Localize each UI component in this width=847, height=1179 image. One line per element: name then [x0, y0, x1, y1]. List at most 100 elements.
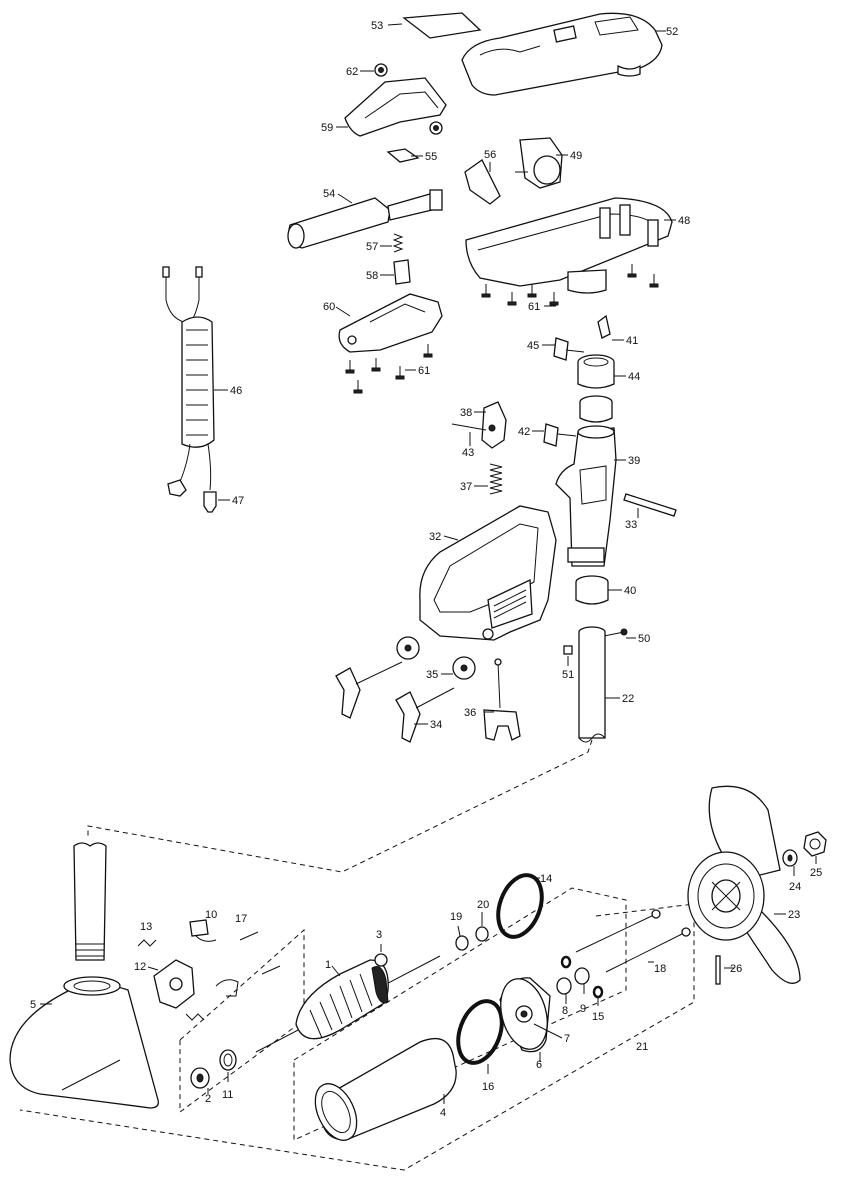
callout-26: 26 — [730, 963, 742, 975]
callout-48: 48 — [678, 215, 690, 227]
part-55-bracket: 55 — [386, 148, 437, 163]
callout-6: 6 — [536, 1059, 542, 1071]
callout-43: 43 — [462, 447, 474, 459]
part-5-motor-housing: 5 — [9, 842, 159, 1109]
part-small-seal — [560, 955, 572, 969]
callout-53: 53 — [371, 20, 383, 32]
part-41-clip: 41 — [597, 314, 638, 347]
callout-35: 35 — [426, 669, 438, 681]
part-32-mounting-bracket: 32 — [419, 505, 557, 641]
part-21-lower-unit-assembly: 21 — [636, 1041, 648, 1053]
callout-12: 12 — [134, 961, 146, 973]
part-1-armature: 1 — [255, 955, 441, 1053]
part-34-clamp-screws: 34 — [335, 661, 455, 743]
part-3-retaining-clip: 3 — [374, 929, 388, 967]
part-49-speed-switch: 49 — [515, 137, 582, 189]
callout-15: 15 — [592, 1011, 604, 1023]
part-59-handle-cover: 59 — [321, 77, 447, 137]
callout-62: 62 — [346, 66, 358, 78]
callout-23: 23 — [788, 909, 800, 921]
part-39-swivel-bracket: 39 — [555, 425, 640, 567]
part-19-washer: 19 — [450, 911, 469, 951]
callout-11: 11 — [222, 1089, 233, 1101]
part-2-bearing: 2 — [190, 1067, 211, 1105]
part-24-prop-washer: 24 — [782, 849, 801, 893]
callout-1: 1 — [325, 959, 331, 971]
callout-37: 37 — [460, 481, 472, 493]
callout-5: 5 — [30, 999, 36, 1011]
callout-52: 52 — [666, 26, 678, 38]
part-58-plunger: 58 — [366, 259, 411, 285]
part-22-shaft: 22 — [578, 626, 634, 743]
part-7-bearing: 7 — [533, 1023, 570, 1045]
part-38-tilt-lever: 38 — [460, 401, 507, 449]
part-60-switch-housing: 60 — [323, 293, 443, 353]
part-50-set-screw: 50 — [603, 628, 650, 645]
part-16-o-ring: 16 — [456, 999, 504, 1093]
part-20-washer: 20 — [475, 899, 489, 942]
callout-46: 46 — [230, 385, 242, 397]
part-62-clip: 62 — [346, 63, 388, 78]
callout-49: 49 — [570, 150, 582, 162]
callout-25: 25 — [810, 867, 822, 879]
callout-21: 21 — [636, 1041, 648, 1053]
part-8-washer: 8 — [556, 977, 572, 1017]
part-9-washer: 9 — [574, 967, 590, 1015]
callout-39: 39 — [628, 455, 640, 467]
callout-36: 36 — [464, 707, 476, 719]
callout-10: 10 — [205, 909, 217, 921]
callout-2: 2 — [205, 1093, 211, 1105]
callout-44: 44 — [628, 371, 640, 383]
callout-8: 8 — [562, 1005, 568, 1017]
callout-24: 24 — [789, 881, 801, 893]
part-43-pin: 43 — [451, 423, 487, 459]
part-40-lower-bushing: 40 — [575, 575, 636, 605]
part-47-battery-clamps: 47 — [167, 479, 244, 513]
callout-40: 40 — [624, 585, 636, 597]
callout-17: 17 — [235, 913, 247, 925]
callout-50: 50 — [638, 633, 650, 645]
callout-57: 57 — [366, 241, 378, 253]
callout-4: 4 — [440, 1107, 446, 1119]
callout-54: 54 — [323, 188, 335, 200]
part-42-knob: 42 — [518, 423, 577, 447]
callout-58: 58 — [366, 270, 378, 282]
callout-47: 47 — [232, 495, 244, 507]
callout-7: 7 — [564, 1033, 570, 1045]
callout-61-upper: 61 — [528, 301, 540, 313]
part-12-brush-plate: 12 — [134, 959, 205, 1021]
part-14-o-ring: 14 — [496, 873, 552, 939]
part-52-top-cover: 52 — [461, 12, 678, 96]
armature-group-outline — [293, 887, 627, 1141]
callout-41: 41 — [626, 335, 638, 347]
part-15-o-ring: 15 — [592, 985, 604, 1023]
callout-20: 20 — [477, 899, 489, 911]
callout-14: 14 — [540, 873, 552, 885]
callout-38: 38 — [460, 407, 472, 419]
part-25-prop-nut: 25 — [803, 831, 827, 879]
part-48-housing-base: 48 — [465, 197, 690, 294]
part-53-decal: 53 — [371, 12, 482, 39]
part-45-tension-knob: 45 — [527, 337, 585, 361]
part-13-brush-spring: 13 — [137, 921, 157, 947]
callout-45: 45 — [527, 340, 539, 352]
part-35-washers: 35 — [396, 636, 476, 681]
callout-59: 59 — [321, 122, 333, 134]
part-61-screws-upper: 61 — [481, 264, 659, 313]
callout-32: 32 — [429, 531, 441, 543]
part-23-propeller: 23 — [687, 785, 801, 984]
callout-13: 13 — [140, 921, 152, 933]
callout-61-lower: 61 — [418, 365, 430, 377]
callout-51: 51 — [562, 669, 574, 681]
shaft-connection-line — [87, 739, 593, 873]
part-56-switch-plate: 56 — [464, 149, 501, 205]
part-10-brush-holder: 10 — [189, 909, 217, 942]
callout-19: 19 — [450, 911, 462, 923]
part-11-seal: 11 — [219, 1049, 237, 1101]
callout-16: 16 — [482, 1081, 494, 1093]
callout-34: 34 — [430, 719, 442, 731]
part-36-depth-lever: 36 — [464, 658, 521, 741]
part-46-power-cord: 46 — [162, 266, 242, 491]
part-44-collar: 44 — [577, 354, 640, 389]
